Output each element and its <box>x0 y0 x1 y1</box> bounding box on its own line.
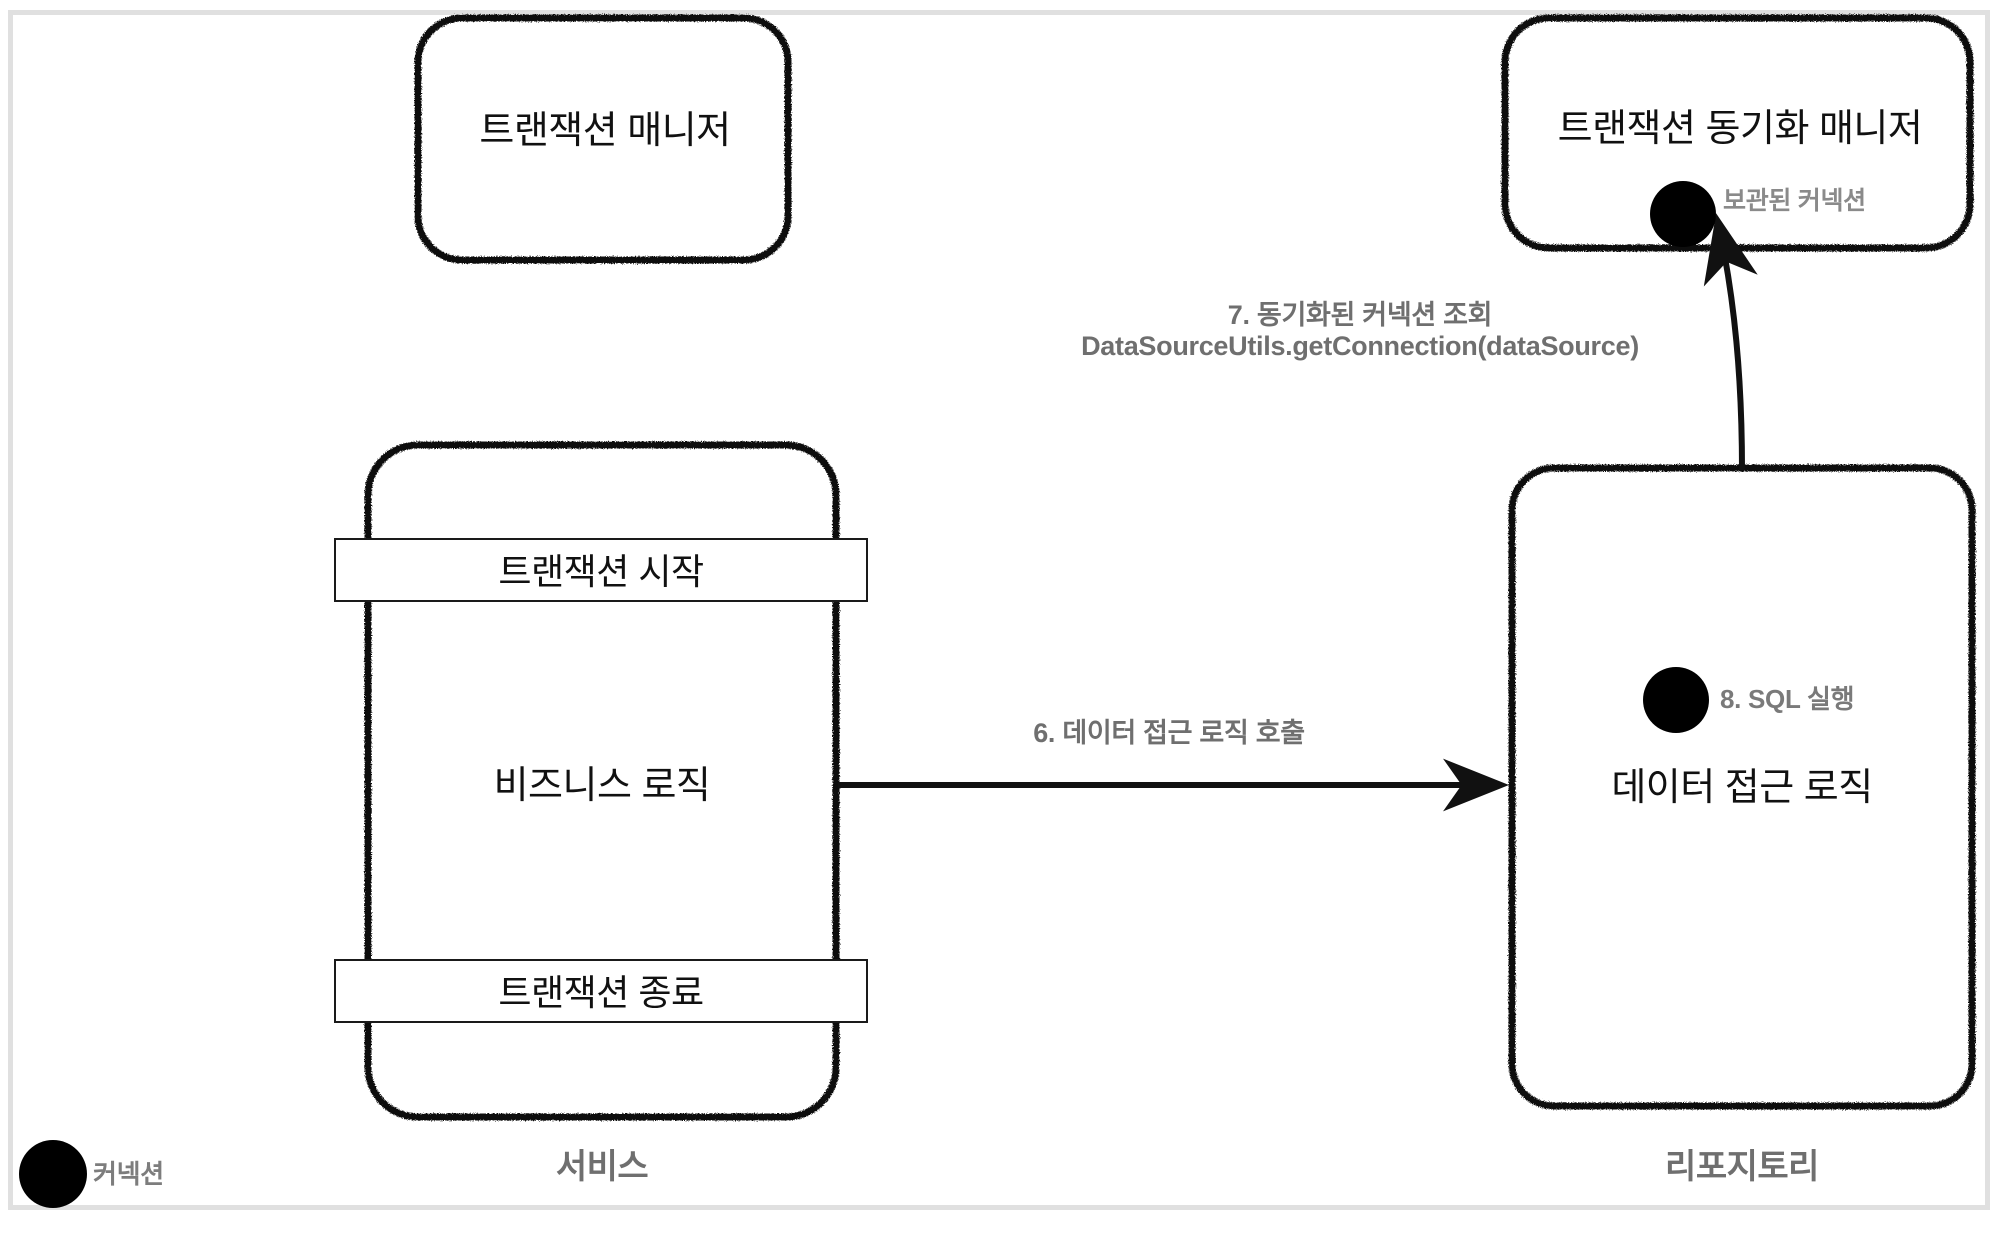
edge-service-to-repository-label: 6. 데이터 접근 로직 호출 <box>1033 718 1305 748</box>
service-tx-end-label: 트랜잭션 종료 <box>498 972 704 1013</box>
diagram-frame <box>8 10 1990 1210</box>
service-tx-begin-label: 트랜잭션 시작 <box>498 551 704 592</box>
node-transaction-sync-manager-note: 보관된 커넥션 <box>1723 187 1866 215</box>
edge-label-line-1: 7. 동기화된 커넥션 조회 <box>1227 300 1493 330</box>
node-transaction-sync-manager-title: 트랜잭션 동기화 매니저 <box>1557 108 1923 150</box>
service-tx-end-bar <box>334 959 868 1023</box>
repository-sql-note: 8. SQL 실행 <box>1720 684 1855 714</box>
node-transaction-manager-title: 트랜잭션 매니저 <box>479 110 731 152</box>
group-label-service: 서비스 <box>555 1148 649 1186</box>
legend-connection-label: 커넥션 <box>93 1159 164 1189</box>
edge-label-line-2: DataSourceUtils.getConnection(dataSource… <box>1081 331 1639 362</box>
edge-repository-to-sync-manager-label: 7. 동기화된 커넥션 조회 DataSourceUtils.getConnec… <box>1010 300 1710 362</box>
group-label-repository: 리포지토리 <box>1665 1148 1819 1186</box>
repository-title: 데이터 접근 로직 <box>1611 767 1873 809</box>
service-business-logic-label: 비즈니스 로직 <box>493 765 711 807</box>
service-tx-begin-bar <box>334 538 868 602</box>
